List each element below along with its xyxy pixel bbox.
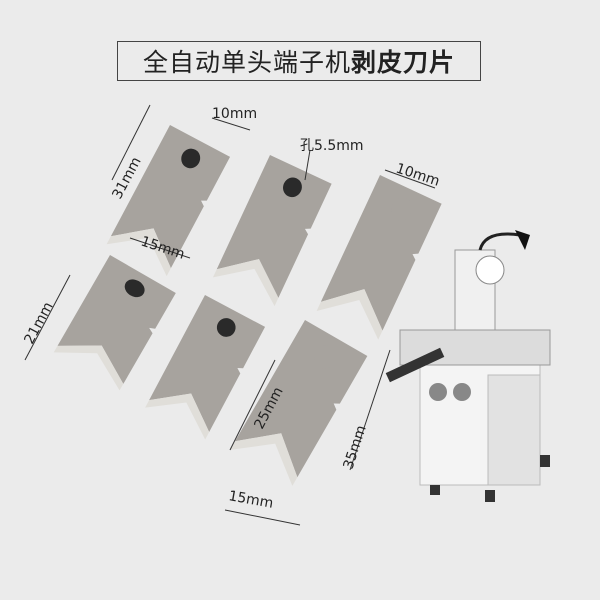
dim-blade6-height: 35mm — [341, 423, 370, 471]
dim-blade1-width: 10mm — [212, 106, 257, 122]
blade-4 — [53, 255, 176, 391]
title-bold: 剥皮刀片 — [351, 48, 456, 77]
dim-blade4-height: 21mm — [21, 300, 56, 347]
blade-3 — [316, 175, 442, 340]
product-title: 全自动单头端子机剥皮刀片 — [117, 41, 481, 81]
blade-5 — [145, 295, 266, 440]
dim-blade6-bottom: 15mm — [227, 488, 274, 512]
terminal-machine — [385, 230, 551, 502]
blade-6 — [230, 320, 368, 486]
title-normal: 全自动单头端子机 — [142, 48, 351, 77]
blade-2 — [212, 155, 332, 307]
dim-hole: 孔5.5mm — [300, 138, 364, 154]
